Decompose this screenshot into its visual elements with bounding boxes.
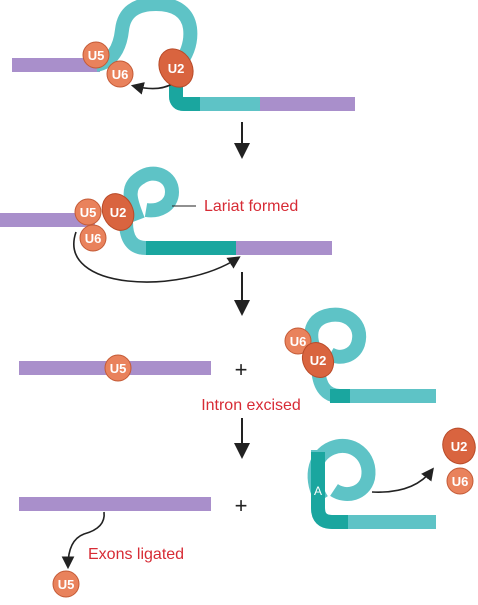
svg-text:U6: U6 bbox=[112, 67, 129, 82]
u6-particle: U6 bbox=[446, 467, 474, 495]
svg-text:U2: U2 bbox=[110, 205, 127, 220]
u6-particle: U6 bbox=[106, 60, 134, 88]
lariat-formed-label: Lariat formed bbox=[204, 198, 298, 215]
lariat-loop bbox=[123, 166, 180, 223]
stage-3-intron-excision: U5 + U6 U2 Intron excised bbox=[19, 307, 436, 414]
svg-text:U5: U5 bbox=[58, 577, 75, 592]
stage-4-exon-ligation: Exons ligated U5 + A U2 U6 bbox=[19, 427, 476, 598]
u2-particle: U2 bbox=[442, 427, 476, 465]
exon-2 bbox=[236, 241, 332, 255]
snrnp-release-arrow bbox=[371, 467, 434, 493]
u5-particle: U5 bbox=[52, 570, 80, 598]
u2-particle: U2 bbox=[158, 48, 194, 88]
branch-point-label: A bbox=[314, 484, 322, 498]
u5-particle: U5 bbox=[82, 41, 110, 69]
svg-text:U2: U2 bbox=[451, 439, 468, 454]
svg-text:U6: U6 bbox=[290, 334, 307, 349]
u5-release-arrow bbox=[61, 511, 105, 570]
u5-particle: U5 bbox=[104, 354, 132, 382]
stage-2-lariat-formation: Lariat formed U5 U6 U2 bbox=[0, 166, 332, 283]
intron-excised-label: Intron excised bbox=[201, 397, 301, 414]
svg-text:U5: U5 bbox=[80, 205, 97, 220]
svg-text:U2: U2 bbox=[168, 61, 185, 76]
ligated-exons bbox=[19, 497, 211, 511]
svg-text:U6: U6 bbox=[452, 474, 469, 489]
exon-1 bbox=[0, 213, 95, 227]
exon-1 bbox=[12, 58, 100, 72]
u6-particle: U6 bbox=[284, 327, 312, 355]
exons-ligated-label: Exons ligated bbox=[88, 546, 184, 563]
u5-particle: U5 bbox=[74, 198, 102, 226]
branch-arrow-1 bbox=[130, 82, 173, 95]
plus-sign: + bbox=[235, 493, 248, 518]
exon-2 bbox=[260, 97, 355, 111]
u2-particle: U2 bbox=[101, 193, 135, 231]
svg-text:U2: U2 bbox=[310, 353, 327, 368]
svg-text:U5: U5 bbox=[88, 48, 105, 63]
svg-text:U5: U5 bbox=[110, 361, 127, 376]
exon-joining-arrow bbox=[73, 231, 241, 283]
stage-1-spliceosome-assembly: U5 U6 U2 bbox=[12, 0, 355, 111]
u6-particle: U6 bbox=[79, 224, 107, 252]
u2-particle: U2 bbox=[301, 341, 335, 379]
excised-lariat bbox=[304, 307, 367, 367]
svg-text:U6: U6 bbox=[85, 231, 102, 246]
plus-sign: + bbox=[235, 357, 248, 382]
